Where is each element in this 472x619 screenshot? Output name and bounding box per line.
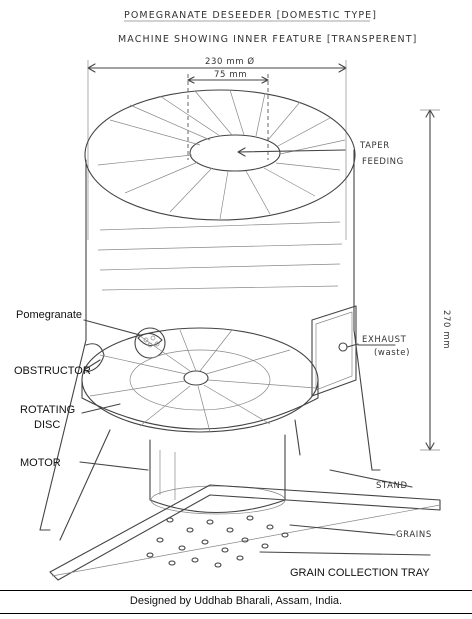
title-line-2: MACHINE SHOWING INNER FEATURE [TRANSPERE… (118, 34, 417, 45)
height-label: 270 mm (441, 310, 451, 349)
inner-diameter-label: 75 mm (214, 70, 247, 80)
obstructor-shape (85, 343, 105, 373)
funnel-hatching (97, 89, 346, 220)
deseeder-sketch: POMEGRANATE DESEEDER [DOMESTIC TYPE] MAC… (14, 10, 451, 581)
exhaust-note-label: (waste) (374, 348, 410, 358)
pomegranate-label: Pomegranate (16, 309, 82, 321)
credit-bar: Designed by Uddhab Bharali, Assam, India… (0, 590, 472, 619)
drum-top-rim (84, 89, 356, 221)
motor-label: MOTOR (20, 457, 61, 469)
disc-label: DISC (34, 419, 60, 431)
stand-legs (39, 329, 381, 541)
taper-label: TAPER (359, 141, 390, 151)
drum-body (84, 89, 356, 341)
obstructor-label: OBSTRUCTOR (14, 365, 91, 377)
tray-label: GRAIN COLLECTION TRAY (290, 567, 430, 579)
disc-hub (183, 370, 209, 386)
collection-tray (49, 484, 441, 581)
motor-body (149, 434, 286, 515)
dimension-height: 270 mm (420, 109, 451, 451)
title-line-1: POMEGRANATE DESEEDER [DOMESTIC TYPE] (124, 10, 377, 21)
designer-credit: Designed by Uddhab Bharali, Assam, India… (129, 595, 343, 607)
exhaust-door (311, 305, 359, 397)
outer-diameter-label: 230 mm Ø (205, 56, 255, 67)
rotating-label: ROTATING (20, 404, 75, 416)
grains-scatter (146, 515, 289, 568)
rotating-disc (81, 327, 319, 433)
disc-segments (89, 329, 317, 433)
drum-shading (97, 221, 343, 291)
bottom-rule (0, 613, 472, 614)
feeding-opening (189, 134, 281, 172)
dimension-inner-diameter: 75 mm (187, 70, 269, 160)
grains-label: GRAINS (396, 530, 432, 540)
dimension-outer-diameter: 230 mm Ø (87, 56, 347, 240)
exhaust-label: EXHAUST (362, 335, 407, 345)
stand-label: STAND (376, 481, 408, 491)
leader-lines (79, 147, 431, 556)
feeding-label: FEEDING (362, 157, 404, 167)
